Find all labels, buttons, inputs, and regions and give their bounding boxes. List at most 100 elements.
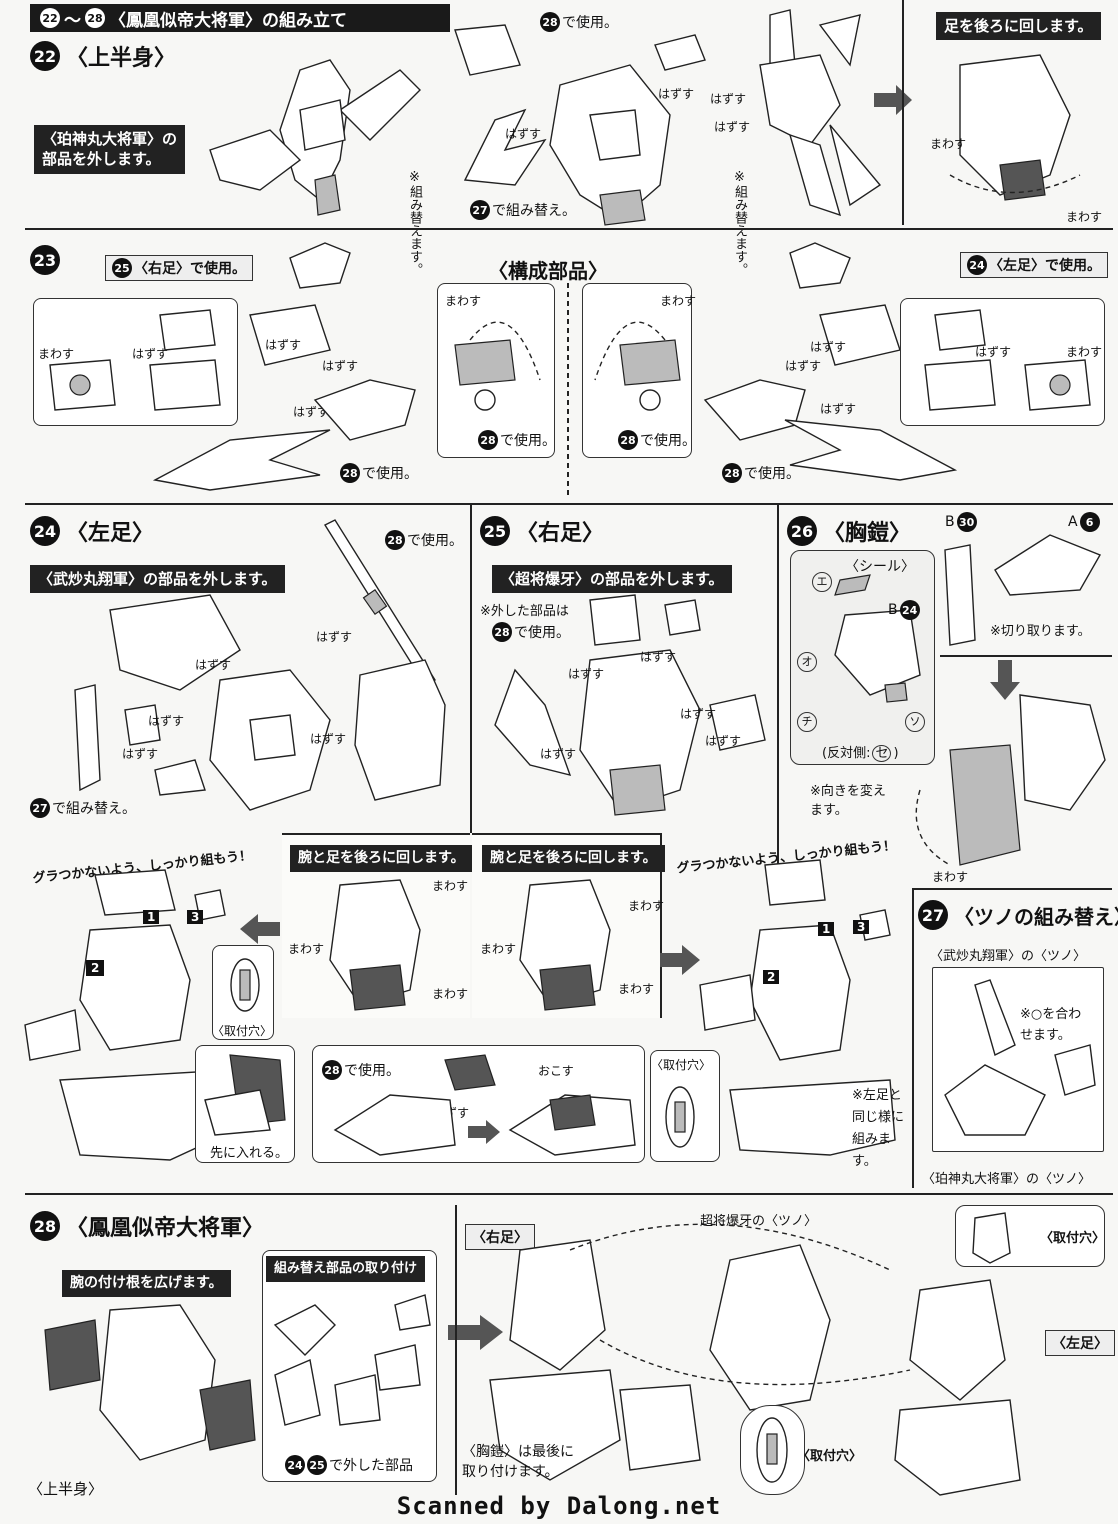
step23-use28-cl-text: で使用。 [500,433,556,449]
step22-use28-text: で使用。 [562,15,618,31]
step25-turned-robot [519,879,611,1011]
step22-rebuild-note-right: ※組み替えます。 [732,170,747,276]
step26-direction-note: ※向きを変えます。 [810,784,886,818]
step24-shield [354,659,446,801]
step25-removed-note: ※外した部品は [480,604,569,619]
step22-title: 22 〈上半身〉 [30,40,176,72]
step22-ref27: 27 [470,200,490,220]
step23-left-top-part [289,242,351,289]
step26-label-e: エ [812,572,832,592]
step25-label: 〈右足〉 [516,521,605,546]
step24-turn-note: 腕と足を後ろに回します。 [290,845,473,872]
step25-mawasu-2: まわす [480,942,517,956]
step25-assembly-robot [699,859,896,1156]
step26-b24-letter: B [888,602,898,618]
step28-rebuild-parts-art [273,1294,431,1426]
step28-title: 28 〈鳳凰似帝大将軍〉 [30,1210,264,1242]
step23-center-dash [567,283,569,498]
step26-number: 26 [787,516,817,546]
step27-of-hakushin: 〈珀神丸大将軍〉の〈ツノ〉 [922,1172,1092,1187]
step28-upper-body-robot [44,1304,256,1461]
step22-hazusu-3: はずす [710,92,747,106]
step28-chest-last: 〈胸鎧〉は最後に 取り付けます。 [462,1444,574,1480]
step22-note-box: 〈珀神丸大将軍〉の 部品を外します。 [34,125,186,174]
step22-hazusu-1: はずす [658,87,695,101]
step25-title: 25 〈右足〉 [480,515,604,547]
step28-mount-hole-top-label: 〈取付穴〉 [1040,1231,1106,1246]
step25-parts-top [589,594,701,646]
step24-cape [109,594,241,691]
step23-ref28-b: 28 [478,430,498,450]
step22-rebuild27-text: で組み替え。 [492,203,576,219]
divider-3 [25,1193,1113,1195]
step28-horn-label: 超将爆牙の〈ツノ〉 [700,1214,818,1229]
step24-panel-base-2 [508,1094,636,1156]
step22-next-arrow [874,85,912,115]
step24-hazusu-2: はずす [148,714,185,728]
step25-use28-text: で使用。 [514,625,570,641]
step22-hazusu-4: はずす [714,120,751,134]
step24-hazusu-4: はずす [316,630,353,644]
step26-label: 〈胸鎧〉 [823,521,912,546]
step23-components-title: 〈構成部品〉 [488,259,608,283]
step26-label-chi: チ [797,712,817,732]
step23-hazusu-r1: はずす [810,340,847,354]
step23-hazusu-2: はずす [322,359,359,373]
step25-assembly-right-arrow [660,945,700,975]
step26-reverse-text: (反対側: [822,746,871,761]
step24-panel-arrow [468,1120,500,1144]
step27-title: 27 〈ツノの組み替え〉 [918,900,1118,930]
step23-center-left-part [454,321,541,411]
step24-n2: 2 [86,960,105,976]
step23-right-arm [703,379,806,441]
step23-ref24: 24 [967,255,987,275]
step24-ref27: 27 [30,798,50,818]
step24-insert-first: 先に入れる。 [210,1146,289,1161]
step25-mawasu-1: まわす [628,899,665,913]
step28-right-foot-label: 〈右足〉 [465,1224,535,1250]
step25-number: 25 [480,516,510,546]
step22-ref28: 28 [540,12,560,32]
step24-turned-robot [329,879,421,1011]
step26-chest-assembled [915,694,1106,866]
step27-align-text: を合わせます。 [1020,1007,1082,1043]
step23-right-foot-use: 25〈右足〉で使用。 [105,255,253,281]
step26-b24-num: 24 [899,600,920,620]
step26-b30-num: 30 [956,512,977,532]
step26-sticker-label: 〈シール〉 [845,559,915,575]
step25-turn-note: 腕と足を後ろに回します。 [482,845,665,872]
step23-number: 23 [30,245,60,275]
step25-n3: 3 [853,920,870,934]
step26-b30-letter: B [945,514,955,530]
step25-ref28: 28 [492,622,512,642]
step23-left-arm [313,379,416,441]
step28-ref25: 25 [307,1455,327,1475]
step23-use28-right-text: で使用。 [744,466,800,482]
step24-hazusu-1: はずす [195,658,232,672]
step25-hazusu-2: はずす [568,667,605,681]
step23-ref28-a: 28 [340,463,360,483]
divider-27-left [912,888,914,1188]
step23-title: 23 [30,245,60,275]
step28-mount-hole-top-art [972,1212,1011,1264]
step28-divider [455,1205,457,1495]
step27-align-mark: ※ [1020,1007,1031,1022]
step24-insert-art [204,1054,286,1136]
step24-assembly-left-arrow [240,914,280,944]
step23-hazusu-right-box: はずす [975,345,1012,359]
step28-number: 28 [30,1211,60,1241]
step23-hazusu-3: はずす [293,405,330,419]
step26-part-a6 [994,534,1102,596]
section-title: 〈鳳凰似帝大将軍〉の組み立て [109,10,347,31]
step28-mount-hole-bottom-label: 〈取付穴〉 [797,1449,863,1464]
step27-align-note: ※○を合わせます。 [1020,1007,1082,1043]
step24-mount-hole-art [230,958,260,1012]
step23-center-right-part [594,321,681,411]
step25-wing [494,668,572,776]
